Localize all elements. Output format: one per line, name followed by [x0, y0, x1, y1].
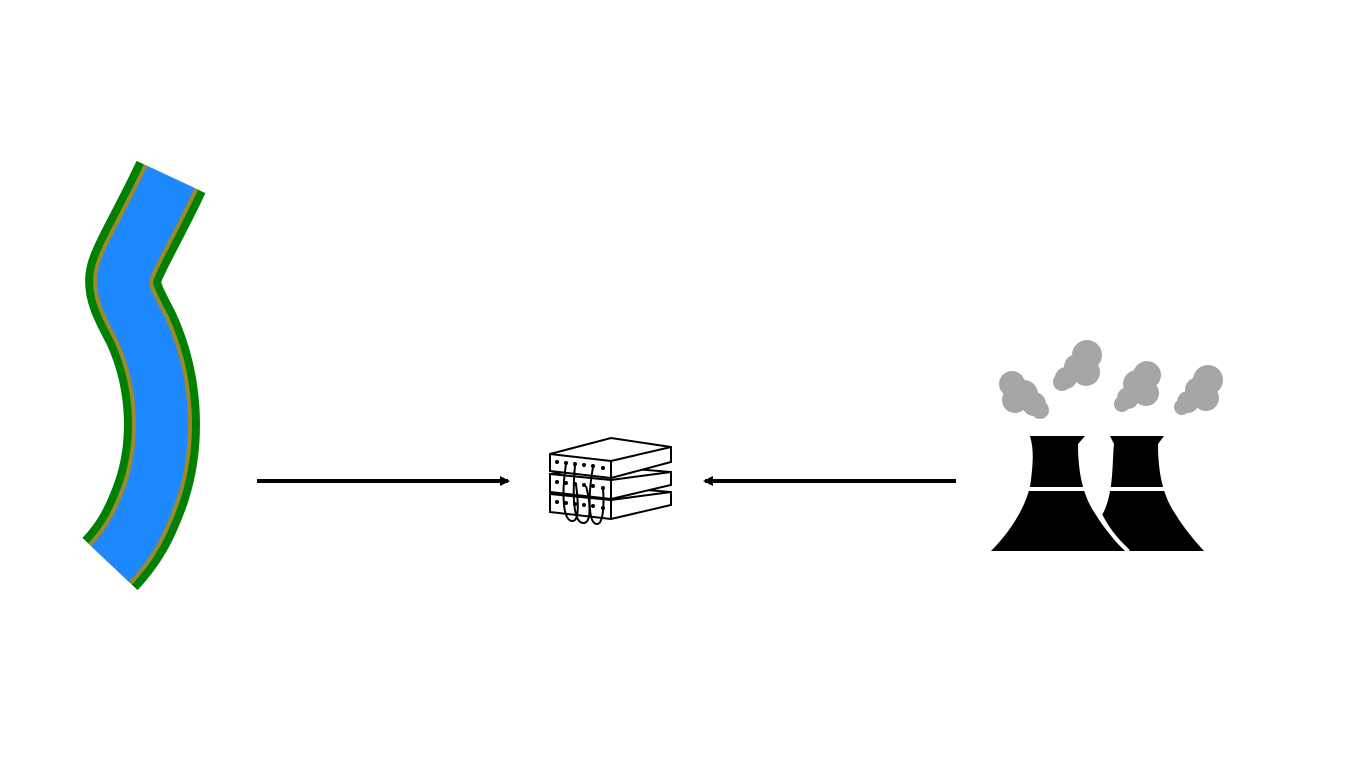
- river-icon: [81, 160, 206, 591]
- smoke-icon: [999, 340, 1223, 419]
- cooling-towers-icon: [991, 340, 1223, 553]
- network-switch-stack-icon: [549, 436, 672, 526]
